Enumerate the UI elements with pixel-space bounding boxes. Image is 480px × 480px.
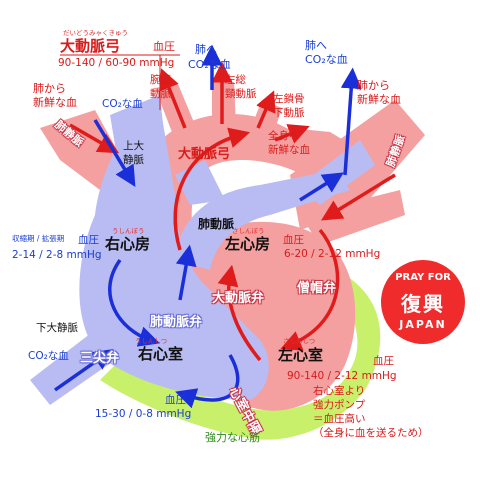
right-ventricle-bp-label: 血圧 [165,394,186,406]
left-ventricle-bp-value: 90-140 / 2-12 mmHg [287,370,397,382]
from-lung-left-line1: 肺から [33,82,66,95]
to-lung-left-line2: CO₂な血 [188,58,231,71]
svc-line1: 上大 [123,140,144,152]
pulmonary-vein-right-shape-2 [300,190,405,245]
carotid-line2: 頸動脈 [225,88,257,100]
brachiocephalic-branch [155,84,198,140]
lv-note-3: ＝血圧高い [313,413,366,425]
from-lung-right-line2: 新鮮な血 [357,93,401,106]
mitral-valve-label: 僧帽弁 [297,281,337,296]
lv-note-4: （全身に血を送るため） [313,427,429,439]
arrow-red-lv-up [217,264,262,362]
arrow-blue-pa-up [175,244,197,301]
arrow-red-subclavian [256,90,276,129]
arrow-blue-to-lung-right [340,67,362,176]
left-ventricle-furigana: さしんしつ [283,337,316,345]
myocardium-label: 強力な心筋 [205,431,260,444]
arrow-red-lung-left [69,123,120,154]
brachiocephalic-line1: 腕頭 [150,74,171,86]
right-atrium-bp-header: 収縮期 / 拡張期 [12,234,65,243]
to-body-line2: 新鮮な血 [268,144,310,156]
ivc-label: 下大静脈 [36,322,78,334]
arrow-blue-pa-right [299,172,344,202]
arrow-red-la-to-lv [280,228,340,351]
subclavian-line1: 左鎖骨 [273,93,305,105]
svc-line2: 静脈 [123,154,144,166]
carotid-line1: 左総 [225,74,246,86]
left-atrium-bp-value: 6-20 / 2-12 mmHg [284,248,381,260]
lv-note-1: 右心室より [313,385,366,397]
to-lung-right-line1: 肺へ [305,39,327,52]
arrow-red-to-body [274,124,310,144]
right-atrium-furigana: うしんぼう [112,227,145,235]
carotid-branch [212,82,236,128]
arrow-blue-ivc [53,348,114,392]
to-lung-left-line1: 肺へ [195,43,217,56]
badge-line1: PRAY FOR [395,272,451,283]
right-ventricle-bp-value: 15-30 / 0-8 mmHg [95,408,192,420]
right-ventricle-furigana: うしんしつ [135,337,168,345]
co2-blood-ivc: CO₂な血 [28,350,69,362]
arrow-blue-ra-to-rv [108,258,160,347]
aorta-arch-center-name: 大動脈弓 [178,147,231,162]
left-atrium-name: 左心房 [225,235,271,253]
left-ventricle-name: 左心室 [278,346,324,364]
to-lung-right-line2: CO₂な血 [305,53,348,66]
tricuspid-valve-label: 三尖弁 [80,351,120,366]
arrow-red-lung-right [321,173,396,221]
right-ventricle-name: 右心室 [138,345,184,363]
arrow-blue-rv-up [175,354,240,409]
heart-muscle-outline [100,275,381,440]
pray-for-japan-badge: PRAY FOR 復興 JAPAN [381,260,465,344]
right-atrium-bp-label: 血圧 [78,234,99,246]
badge-line3: JAPAN [399,318,447,331]
subclavian-line2: 下動脈 [273,107,305,119]
aortic-valve-label: 大動脈弁 [212,291,265,306]
aorta-arch-top-furigana: だいどうみゃくきゅう [63,29,128,37]
left-atrium-furigana: さしんぼう [232,227,265,235]
pulmonary-artery-label: 肺動脈 [198,217,235,231]
arrow-red-brachio [159,68,187,129]
right-atrium-name: 右心房 [105,235,151,253]
left-atrium-bp-label: 血圧 [283,234,304,246]
aorta-arch-top-bp-label: 血圧 [153,40,175,53]
pulmonary-vein-left-shape [40,110,128,190]
inferior-vena-cava [30,330,115,405]
to-body-line1: 全身へ [268,130,300,142]
from-lung-left-line2: 新鮮な血 [33,96,77,109]
aortic-arch-shape [139,114,320,265]
pulmonary-valve-label: 肺動脈弁 [150,315,203,330]
lv-note-2: 強力ポンプ [313,399,366,411]
arrow-blue-svc [93,119,136,187]
aorta-arch-top-name: 大動脈弓 [60,37,121,55]
right-atrium-bp-value: 2-14 / 2-8 mmHg [12,249,102,261]
badge-line2: 復興 [401,292,445,316]
arrow-red-arch [173,127,251,251]
from-lung-right-line1: 肺から [357,79,390,92]
aorta-leader-line [60,54,180,110]
brachiocephalic-line2: 動脈 [150,88,171,100]
left-ventricle-bp-label: 血圧 [373,355,394,367]
co2-blood-sv: CO₂な血 [102,98,143,110]
aorta-arch-top-bp-value: 90-140 / 60-90 mmHg [58,57,175,69]
